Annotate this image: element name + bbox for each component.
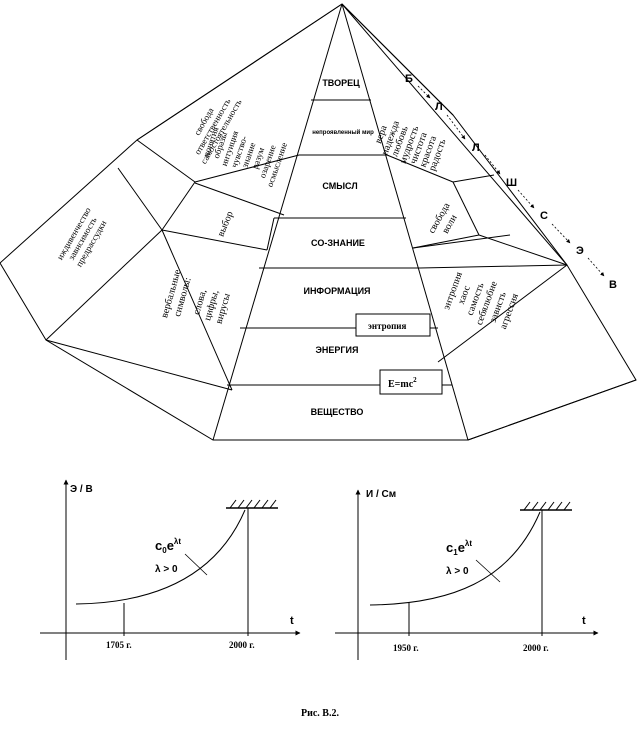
level-creator: ТВОРЕЦ [322, 78, 360, 88]
central-levels: ТВОРЕЦ непроявленный мир СМЫСЛ СО-ЗНАНИЕ… [303, 78, 374, 417]
level-information: ИНФОРМАЦИЯ [303, 286, 370, 296]
right-tick-2000: 2000 г. [523, 643, 549, 653]
left-tick-2000: 2000 г. [229, 640, 255, 650]
left-verbal: вербальные символы: слова, цифры, вирусы [159, 268, 233, 325]
right-tick-1950: 1950 г. [393, 643, 419, 653]
entropy-box-label: энтропия [368, 321, 406, 331]
level-unmanifest: непроявленный мир [312, 129, 374, 136]
letter-v: В [609, 279, 617, 291]
formula-boxes: энтропия E=mc2 [355, 313, 443, 395]
central-left-edge [212, 3, 343, 441]
pyramid [0, 3, 637, 441]
level-consciousness: СО-ЗНАНИЕ [311, 238, 365, 248]
letter-sequence: Б Л Л Ш С Э В [405, 73, 617, 291]
left-formula: c0eλt [155, 537, 181, 555]
right-formula: c1eλt [446, 539, 472, 557]
letter-e: Э [576, 245, 584, 257]
right-graph-xlabel: t [582, 615, 586, 627]
left-graph-xlabel: t [290, 615, 294, 627]
letter-l2: Л [472, 142, 480, 154]
letter-l1: Л [435, 101, 443, 113]
right-freedom: свобода воли [426, 201, 460, 236]
level-matter: ВЕЩЕСТВО [311, 407, 364, 417]
letter-b: Б [405, 73, 413, 85]
formula-box [379, 369, 443, 395]
right-graph-ylabel: И / См [366, 489, 396, 500]
formula-box-label: E=mc2 [388, 376, 417, 390]
level-meaning: СМЫСЛ [322, 181, 357, 191]
figure-caption: Рис. В.2. [301, 708, 339, 719]
pyramid-hull [0, 3, 637, 441]
left-graph-ylabel: Э / В [70, 484, 93, 495]
letter-s: С [540, 210, 548, 222]
entropy-box [355, 313, 431, 337]
right-values: вера надежда любовь мудрость чистота кра… [373, 119, 449, 173]
right-entropy: энтропия хаос самость себялюбие зависть … [441, 270, 521, 331]
left-condition: λ > 0 [155, 564, 178, 575]
left-growth-curve [75, 509, 246, 605]
left-choice: выбор [216, 210, 236, 239]
graph-right: И / См t c1eλt λ > 0 1950 г. 2000 г. [335, 489, 599, 660]
right-condition: λ > 0 [446, 566, 469, 577]
graph-left: Э / В t c0eλt λ > 0 1705 г. 2000 г. [40, 479, 301, 660]
right-growth-curve [369, 511, 541, 606]
letter-sh: Ш [506, 177, 517, 189]
left-tick-1705: 1705 г. [106, 640, 132, 650]
left-outer: иждивенчество зависимость предрассудки [55, 205, 109, 268]
level-energy: ЭНЕРГИЯ [316, 345, 359, 355]
central-right-edge [341, 3, 469, 441]
